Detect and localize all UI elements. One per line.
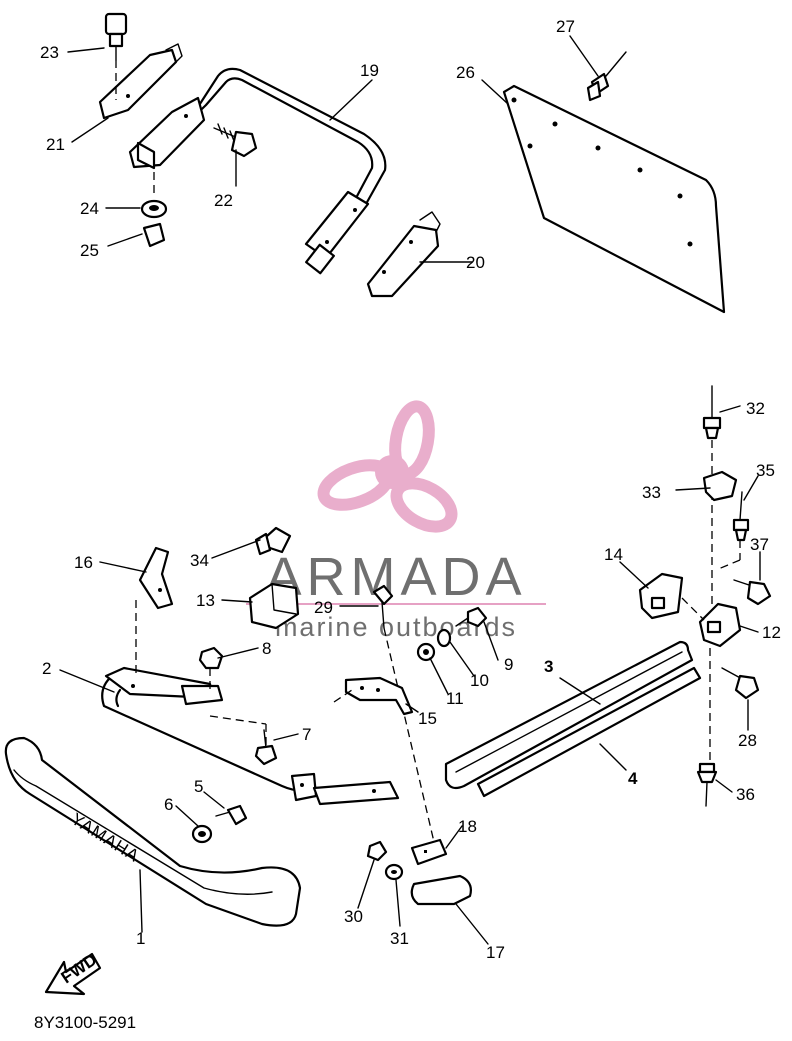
part-27-rivet <box>586 51 627 102</box>
callout-24: 24 <box>80 199 99 218</box>
callout-22: 22 <box>214 191 233 210</box>
part-12-clamp <box>698 602 742 648</box>
fwd-arrow-icon: FWD <box>44 950 102 996</box>
callout-17: 17 <box>486 943 505 962</box>
part-1-bumper: YAMAHA <box>4 736 302 927</box>
part-34-cap <box>254 526 292 556</box>
callout-25: 25 <box>80 241 99 260</box>
part-13-clamp <box>248 582 300 630</box>
part-11-washer <box>416 642 436 662</box>
leader-14 <box>681 597 705 621</box>
part-22-bolt <box>213 123 258 158</box>
part-5-bolt <box>215 804 248 826</box>
part-35-rivet <box>732 491 750 542</box>
callout-29: 29 <box>314 598 333 617</box>
part-36-rivet <box>696 762 718 807</box>
callout-5: 5 <box>194 777 203 796</box>
part-33-clip <box>702 470 738 502</box>
part-17-cap <box>410 874 472 906</box>
callout-8: 8 <box>262 639 271 658</box>
part-28-bolt <box>721 667 760 700</box>
callout-14: 14 <box>604 545 623 564</box>
callout-19: 19 <box>360 61 379 80</box>
part-31-washer <box>384 863 404 881</box>
callout-16: 16 <box>74 553 93 572</box>
callout-27: 27 <box>556 17 575 36</box>
callout-11: 11 <box>446 689 464 708</box>
part-25-nut <box>142 222 166 248</box>
callout-26: 26 <box>456 63 475 82</box>
part-26-plate <box>502 84 726 314</box>
callout-10: 10 <box>470 671 489 690</box>
part-15-bracket <box>344 676 414 716</box>
callout-34: 34 <box>190 551 209 570</box>
part-19-handle <box>148 67 387 275</box>
part-8-nut <box>198 646 224 670</box>
callout-23: 23 <box>40 43 59 62</box>
part-9-bolt <box>455 606 488 628</box>
part-18-clip <box>410 838 448 866</box>
callout-37: 37 <box>750 535 769 554</box>
leader-29 <box>383 627 435 843</box>
callout-4: 4 <box>628 769 638 788</box>
part-16-bracket <box>138 546 174 610</box>
part-14-endcap <box>638 572 684 620</box>
callout-1: 1 <box>136 929 145 948</box>
callout-numbers: 23 21 24 25 22 19 20 26 27 16 34 13 29 8… <box>40 17 781 962</box>
callout-33: 33 <box>642 483 661 502</box>
part-32-rivet <box>702 385 722 440</box>
part-30-screw <box>366 840 388 862</box>
part-23-bolt <box>104 12 128 61</box>
part-20-grip <box>366 211 441 298</box>
part-10-washer <box>436 628 452 648</box>
part-7-bolt <box>254 729 278 766</box>
leader-7a <box>209 715 267 725</box>
leader-37 <box>715 559 741 571</box>
part-4-rail <box>476 666 702 798</box>
callout-20: 20 <box>466 253 485 272</box>
diagram-code: 8Y3100-5291 <box>34 1013 136 1032</box>
callout-30: 30 <box>344 907 363 926</box>
callout-32: 32 <box>746 399 765 418</box>
callout-2: 2 <box>42 659 51 678</box>
callout-35: 35 <box>756 461 775 480</box>
part-21-bracket <box>98 43 206 170</box>
part-24-washer <box>140 199 168 219</box>
leader-15 <box>333 689 353 703</box>
callout-7: 7 <box>302 725 311 744</box>
callout-18: 18 <box>458 817 477 836</box>
callout-6: 6 <box>164 795 173 814</box>
callout-9: 9 <box>504 655 513 674</box>
callout-3: 3 <box>544 657 553 676</box>
callout-13: 13 <box>196 591 215 610</box>
leader-lines <box>59 35 761 945</box>
callout-36: 36 <box>736 785 755 804</box>
callout-12: 12 <box>762 623 781 642</box>
callout-31: 31 <box>390 929 409 948</box>
part-2-frame <box>101 666 400 806</box>
part-3-rail <box>444 640 694 790</box>
watermark-brand: ARMADA <box>265 547 526 607</box>
callout-15: 15 <box>418 709 437 728</box>
part-37-bolt <box>733 579 772 606</box>
part-29-bolt <box>372 584 394 629</box>
callout-21: 21 <box>46 135 65 154</box>
callout-28: 28 <box>738 731 757 750</box>
part-6-nut <box>191 824 213 844</box>
armada-logo <box>317 400 458 533</box>
